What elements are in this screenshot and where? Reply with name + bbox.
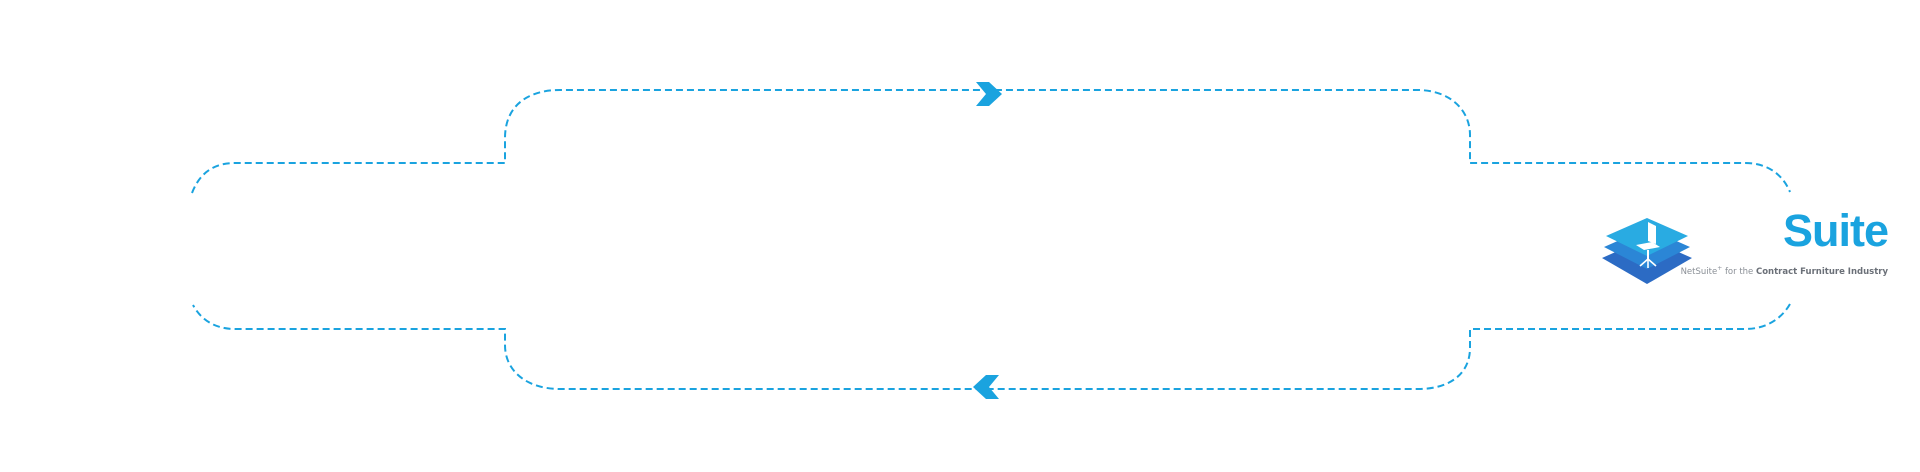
left-arrow-icon [973,375,999,399]
tagline-prefix: NetSuite [1680,266,1718,277]
brand-tagline: NetSuite+ for the Contract Furniture Ind… [1680,265,1888,277]
office-chair-stack-icon [1602,218,1692,284]
brand-name: Suite [1782,205,1889,256]
right-arrow-icon [976,82,1002,106]
flow-path-top [191,89,1791,194]
tagline-connector: for the [1724,266,1754,277]
brand-logo: Suite NetSuite+ for the Contract Furnitu… [1600,208,1900,292]
flow-loop [191,89,1791,390]
tagline-industry: Contract Furniture Industry [1755,266,1888,277]
